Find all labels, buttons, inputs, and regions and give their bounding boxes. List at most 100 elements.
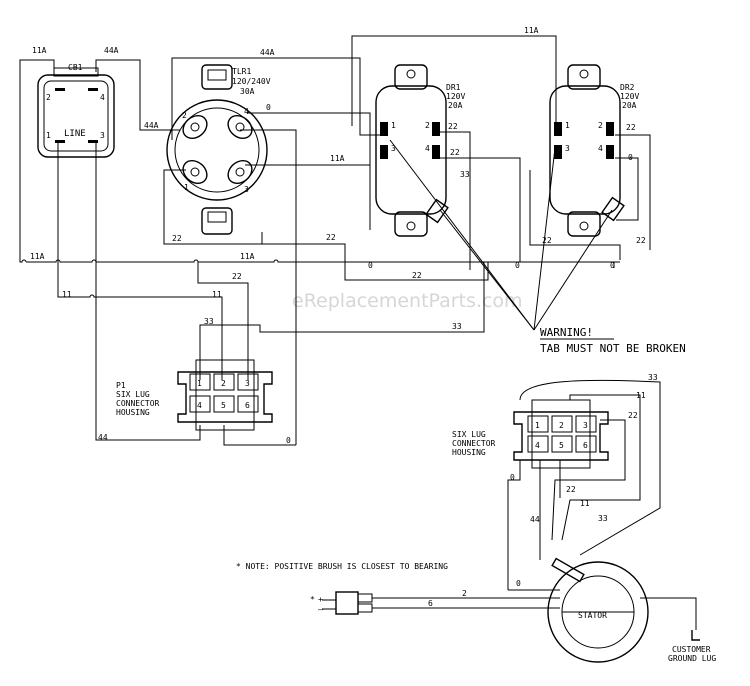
tlr1-label: TLR1 bbox=[232, 67, 251, 76]
dr2-bottom-tab bbox=[567, 211, 601, 237]
wire-11a-cb-left bbox=[19, 59, 55, 263]
stator: STATOR bbox=[547, 557, 649, 663]
p1-pin-6-cell bbox=[237, 395, 259, 413]
ground-label-2: GROUND LUG bbox=[668, 654, 716, 663]
dr2-top-screw bbox=[579, 69, 589, 79]
dr1-pin-3-label: 3 bbox=[391, 144, 396, 153]
wire-33-stator bbox=[519, 379, 661, 556]
wire-label-22-dr2-bot: 22 bbox=[542, 236, 552, 245]
stator-label: STATOR bbox=[578, 611, 607, 620]
dr2-tab bbox=[601, 196, 625, 222]
wire-22-mid bbox=[262, 243, 489, 281]
stator-pin-5: 5 bbox=[559, 441, 564, 450]
stator-connector-housing bbox=[513, 411, 609, 461]
wire-label-22-tlr-bot: 22 bbox=[172, 234, 182, 243]
stator-pin-4-cell bbox=[527, 435, 549, 453]
stator-pin-3: 3 bbox=[583, 421, 588, 430]
brush-terminal-pos bbox=[357, 593, 373, 603]
tlr1-pin-2-label: 2 bbox=[182, 111, 187, 120]
stator-pin-6-cell bbox=[575, 435, 597, 453]
warning-callout: WARNING! TAB MUST NOT BE BROKEN bbox=[540, 326, 686, 355]
tlr1-pin-1-label: 1 bbox=[184, 183, 189, 192]
breaker-inner bbox=[43, 80, 109, 152]
dr2-pin-2-label: 2 bbox=[598, 121, 603, 130]
wire-label-11a-mid: 11A bbox=[330, 154, 345, 163]
wire-label-11a-bus: 11A bbox=[240, 252, 255, 261]
stator-outer bbox=[547, 561, 649, 663]
tlr1-top-tab bbox=[201, 64, 233, 90]
dr1-pin-1-label: 1 bbox=[391, 121, 396, 130]
wire-22-dr2-bot bbox=[529, 170, 621, 260]
wire-label-11a-cb: 11A bbox=[32, 46, 47, 55]
wires bbox=[19, 35, 697, 630]
wire-label-0-stator: 0 bbox=[510, 473, 515, 482]
stator-pin-5-cell bbox=[551, 435, 573, 453]
wire-label-22-p1: 22 bbox=[232, 272, 242, 281]
ground-label-1: CUSTOMER bbox=[672, 645, 711, 654]
stator-pin-2: 2 bbox=[559, 421, 564, 430]
connector-p1: 1 2 3 4 5 6 P1 SIX LUG CONNECTOR HOUSING bbox=[116, 359, 273, 431]
wire-label-11a-top: 11A bbox=[524, 26, 539, 35]
dr2-pin-1-label: 1 bbox=[565, 121, 570, 130]
wire-label-33-p1: 33 bbox=[204, 317, 214, 326]
dr1-pin-4-label: 4 bbox=[425, 144, 430, 153]
wire-label-22-dr1-a: 22 bbox=[448, 122, 458, 131]
receptacle-dr2: DR2 120V 20A 1 3 2 4 bbox=[549, 64, 639, 237]
dr1-screw-2 bbox=[432, 122, 440, 136]
dr2-body bbox=[549, 85, 621, 215]
wire-0-p1 bbox=[223, 425, 296, 446]
stator-housing-desc-3: HOUSING bbox=[452, 448, 486, 457]
stator-pin-4: 4 bbox=[535, 441, 540, 450]
tlr1-slot-4 bbox=[227, 114, 253, 140]
breaker-terminal-3 bbox=[88, 140, 98, 143]
wire-0-stator bbox=[507, 460, 521, 590]
breaker-terminal-1 bbox=[55, 140, 65, 143]
wire-label-22-dr2: 22 bbox=[626, 123, 636, 132]
p1-pin-5: 5 bbox=[221, 401, 226, 410]
p1-desc-1: SIX LUG bbox=[116, 390, 150, 399]
dr2-pin-4-label: 4 bbox=[598, 144, 603, 153]
wire-label-33-stator-b: 33 bbox=[598, 514, 608, 523]
tlr1-slot-2 bbox=[182, 114, 208, 140]
dr2-screw-2 bbox=[606, 122, 614, 136]
brush-minus: – bbox=[318, 605, 323, 614]
wire-label-11-mid: 11 bbox=[212, 290, 222, 299]
stator-pin-1: 1 bbox=[535, 421, 540, 430]
tlr1-slot-1 bbox=[182, 159, 208, 185]
wire-label-0-right-b: 0 bbox=[610, 261, 615, 270]
p1-pin-1: 1 bbox=[197, 379, 202, 388]
warning-text: TAB MUST NOT BE BROKEN bbox=[540, 342, 686, 355]
tlr1-slot-3-pin bbox=[235, 167, 245, 177]
p1-pin-3: 3 bbox=[245, 379, 250, 388]
tlr1-pin-3-label: 3 bbox=[244, 185, 249, 194]
warning-leader-3 bbox=[533, 147, 556, 331]
p1-pin-4-cell bbox=[189, 395, 211, 413]
dr1-top-tab bbox=[394, 64, 428, 90]
dr2-top-tab bbox=[567, 64, 601, 90]
wire-label-11-stator-b: 11 bbox=[580, 499, 590, 508]
breaker-cb1: CB1 2 4 1 3 LINE bbox=[37, 63, 115, 158]
tlr1-face bbox=[166, 99, 268, 201]
wire-labels: 11A 11A 44A 44A 44A 0 11A 22 22 33 22 0 … bbox=[30, 26, 658, 608]
dr2-screw-4 bbox=[606, 145, 614, 159]
receptacle-dr1: DR1 120V 20A 1 3 2 4 bbox=[375, 64, 465, 237]
wire-33 bbox=[199, 262, 485, 380]
breaker-terminal-4 bbox=[88, 88, 98, 91]
brush-star: * bbox=[310, 595, 315, 604]
wire-label-11-stator: 11 bbox=[636, 391, 646, 400]
cb1-terminal-1-label: 1 bbox=[46, 131, 51, 140]
p1-housing bbox=[177, 371, 273, 423]
cb1-terminal-4-label: 4 bbox=[100, 93, 105, 102]
tlr1-screw-top bbox=[207, 69, 227, 81]
tlr1-voltage: 120/240V bbox=[232, 77, 271, 86]
wire-0-dr2 bbox=[615, 157, 639, 221]
wire-label-6-brush: 6 bbox=[428, 599, 433, 608]
dr1-body bbox=[375, 85, 447, 215]
stator-pin-6: 6 bbox=[583, 441, 588, 450]
cb1-line-label: LINE bbox=[64, 129, 86, 139]
dr2-screw-1 bbox=[554, 122, 562, 136]
wire-label-22-dr1-b: 22 bbox=[450, 148, 460, 157]
tlr1-slot-3 bbox=[227, 159, 253, 185]
